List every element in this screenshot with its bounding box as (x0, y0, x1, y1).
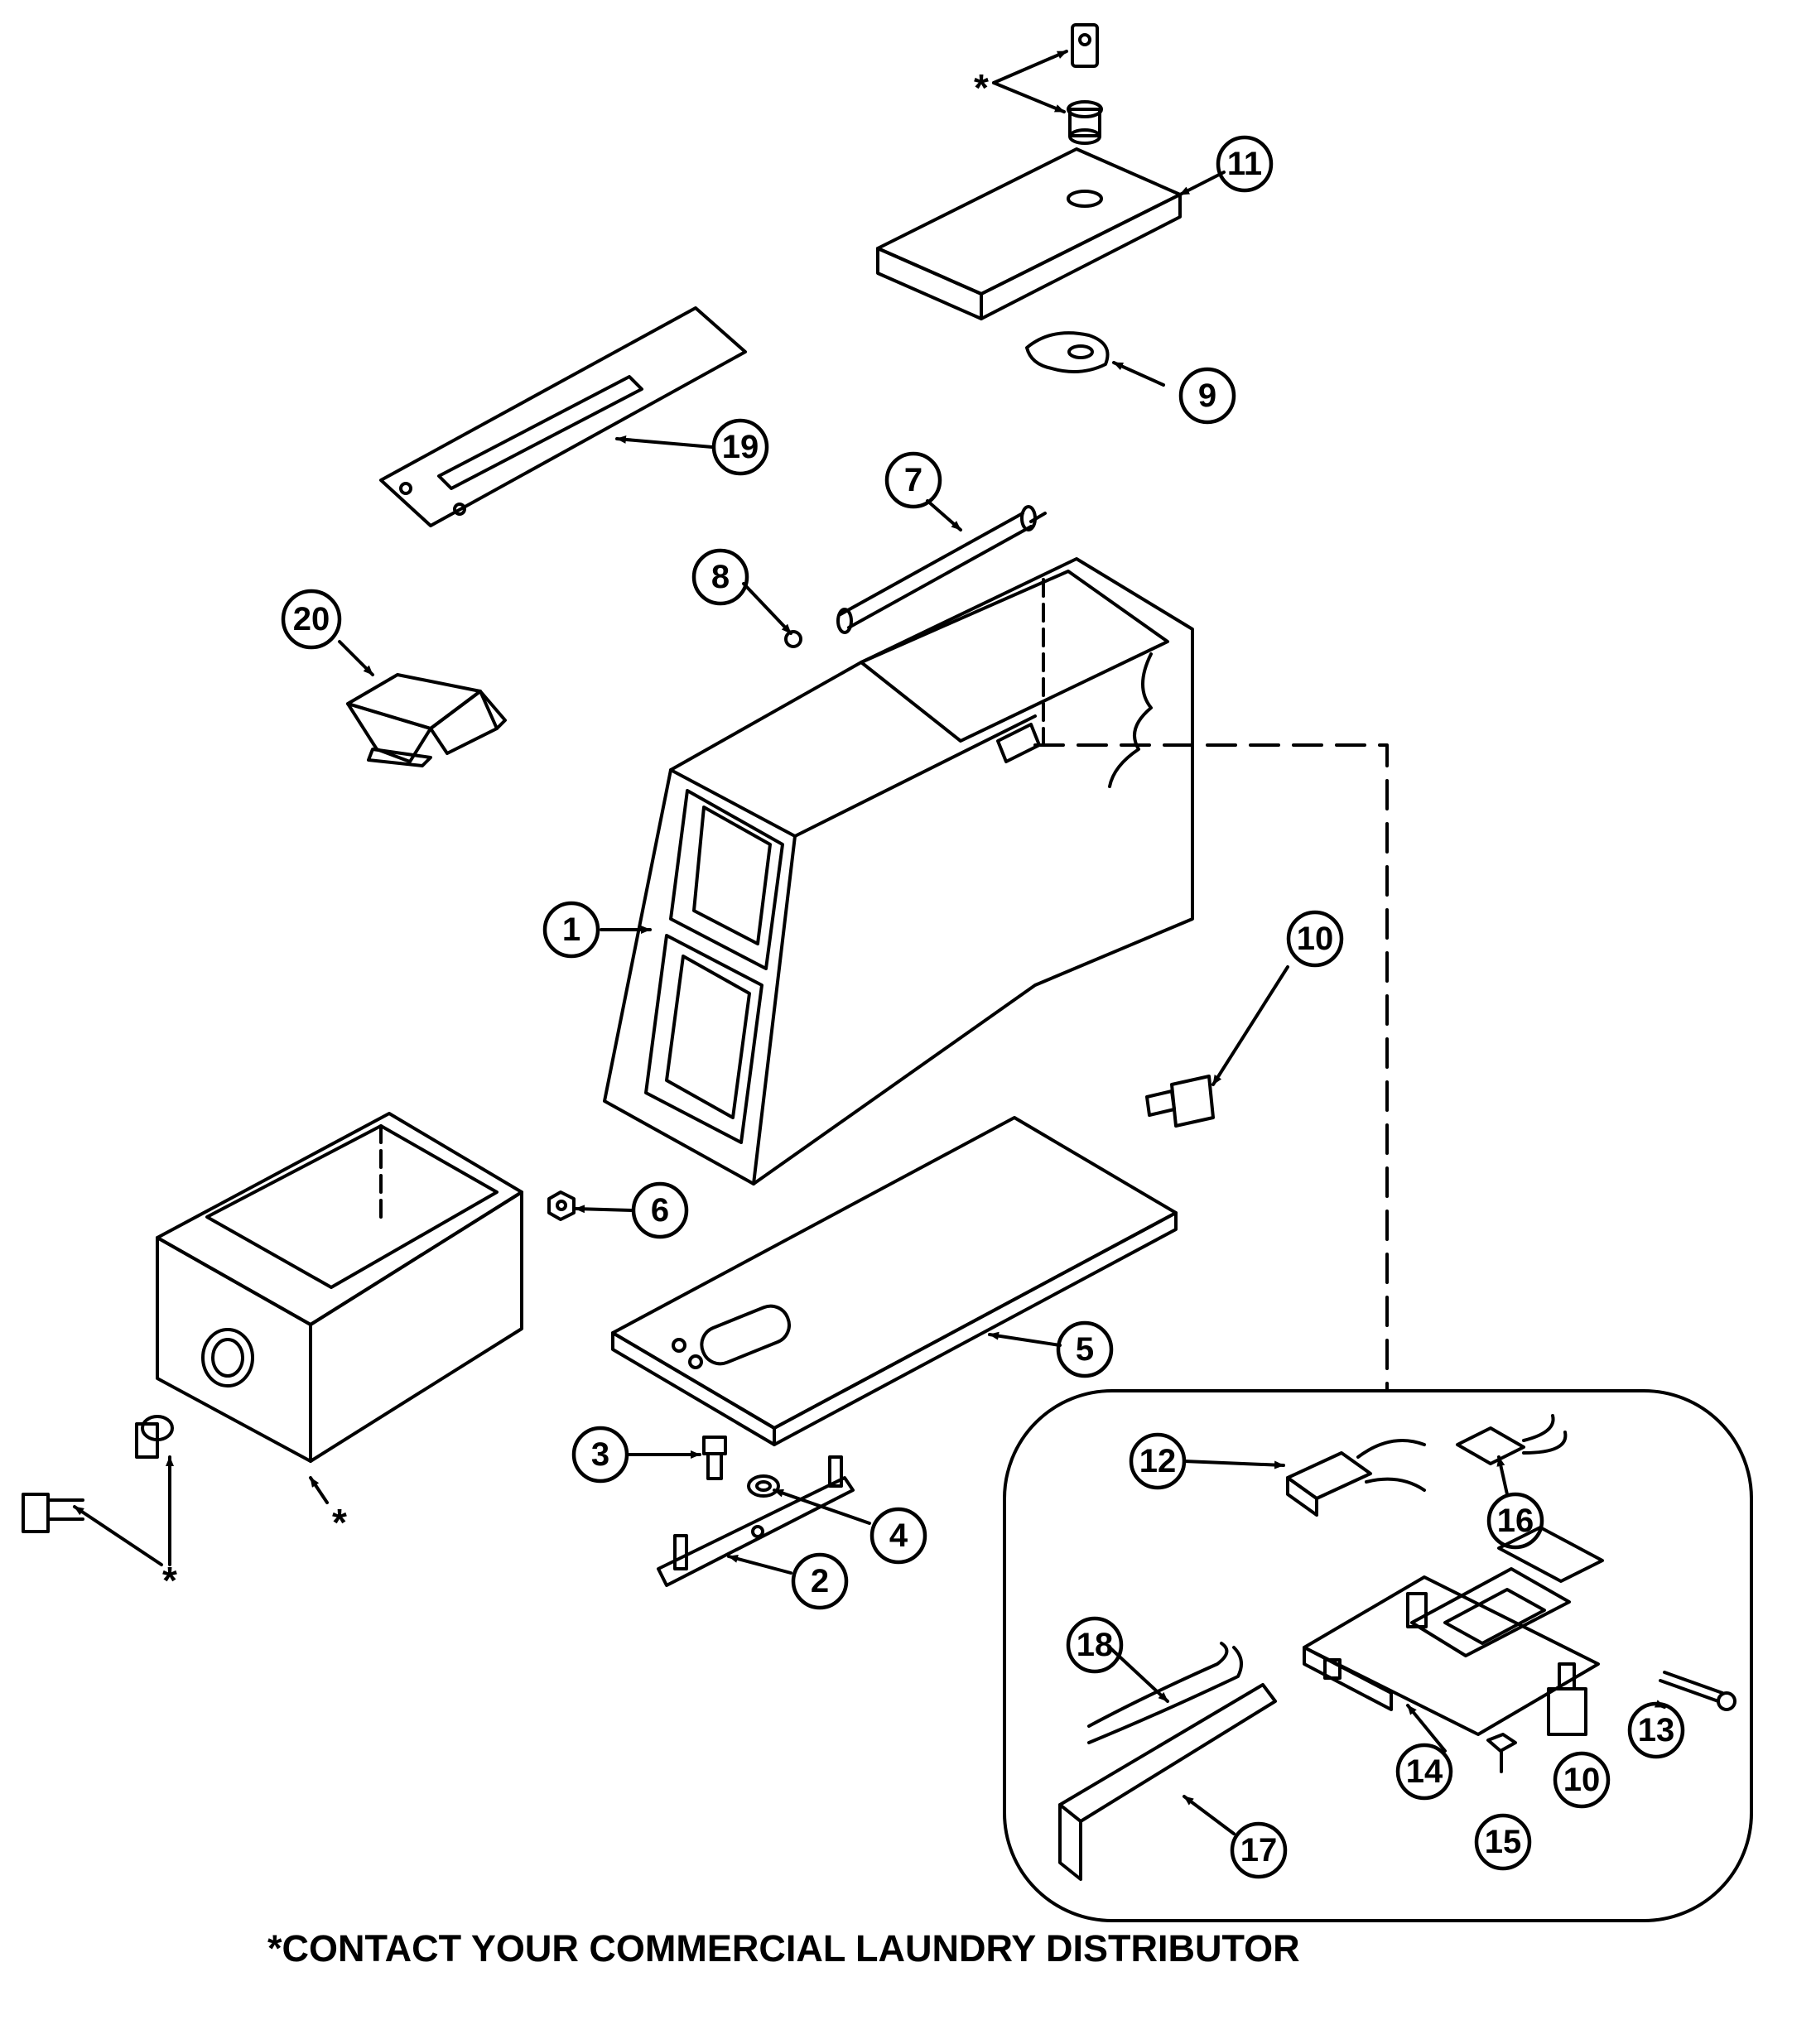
washer-part-4 (747, 1474, 780, 1498)
callout-1: 1 (562, 911, 580, 948)
angled-bar-part-17 (1058, 1683, 1277, 1881)
callout-3: 3 (591, 1436, 609, 1473)
asterisk-drawer-lock: * (162, 1559, 177, 1602)
cash-box-drawer (156, 1112, 523, 1463)
callout-9: 9 (1198, 378, 1216, 414)
callout-6: 6 (651, 1192, 669, 1229)
screw-part-15 (1486, 1733, 1517, 1773)
chute-part-20 (346, 673, 507, 767)
callout-11: 11 (1227, 146, 1262, 182)
nut-part-8 (784, 630, 802, 648)
switch-part-10 (1145, 1075, 1215, 1128)
callout-15: 15 (1485, 1824, 1522, 1860)
screw-part-13 (1659, 1671, 1737, 1711)
hex-nut-part-6 (547, 1190, 576, 1221)
base-plate-part-5 (611, 1116, 1178, 1446)
leader-lines (73, 50, 1666, 1835)
switch-part-12 (1286, 1439, 1426, 1517)
asterisk-drawer: * (332, 1501, 347, 1544)
callout-20: 20 (293, 601, 330, 637)
callout-12: 12 (1139, 1443, 1177, 1479)
callout-16: 16 (1497, 1503, 1534, 1539)
lock-and-key-top (1067, 23, 1103, 145)
dashed-reference-line (1033, 743, 1389, 1392)
drawer-lock-and-key (22, 1415, 174, 1533)
callout-10-inset: 10 (1563, 1762, 1601, 1798)
callout-7: 7 (904, 462, 922, 498)
callout-circles (281, 135, 1685, 1879)
callout-14: 14 (1406, 1753, 1443, 1790)
footnote-contact-distributor: *CONTACT YOUR COMMERCIAL LAUNDRY DISTRIB… (267, 1927, 1300, 1969)
callout-4: 4 (889, 1517, 908, 1554)
bolt-part-3 (702, 1436, 727, 1480)
curved-strip-part-18 (1087, 1642, 1243, 1744)
callout-19: 19 (722, 429, 759, 465)
inset-detail-box (1003, 1389, 1753, 1922)
callout-13: 13 (1638, 1712, 1675, 1748)
callout-2: 2 (811, 1563, 829, 1599)
callout-18: 18 (1077, 1627, 1114, 1663)
cabinet-housing-part-1 (603, 557, 1194, 1186)
cover-part-11 (876, 147, 1182, 320)
callout-10: 10 (1297, 921, 1334, 957)
bracket-part-14 (1303, 1526, 1604, 1736)
switch-part-10-inset (1547, 1662, 1587, 1736)
callout-5: 5 (1076, 1331, 1094, 1368)
plate-part-19 (379, 306, 747, 527)
stud-bar-part-2 (657, 1455, 855, 1587)
callout-17: 17 (1240, 1832, 1278, 1868)
callout-8: 8 (711, 559, 730, 595)
cam-part-9 (1025, 331, 1110, 373)
asterisk-lock-top: * (974, 66, 989, 109)
rod-part-7 (836, 505, 1047, 634)
switch-part-16 (1456, 1414, 1568, 1465)
